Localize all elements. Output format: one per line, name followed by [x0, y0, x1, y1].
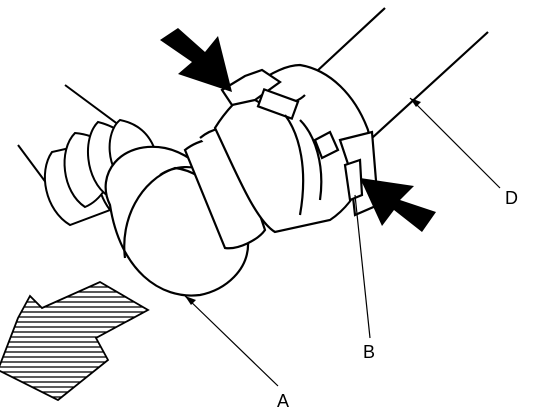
callout-d: D	[505, 188, 518, 208]
callout-a: A	[277, 391, 290, 411]
pull-direction-arrow	[0, 280, 150, 402]
push-arrow-right	[360, 178, 436, 232]
callout-b: B	[363, 342, 376, 362]
quick-connector-b	[183, 63, 380, 250]
pipe-d	[315, 7, 489, 139]
push-arrow-top	[160, 28, 232, 92]
leader-arrowheads	[185, 98, 421, 305]
leader-lines	[184, 97, 501, 387]
